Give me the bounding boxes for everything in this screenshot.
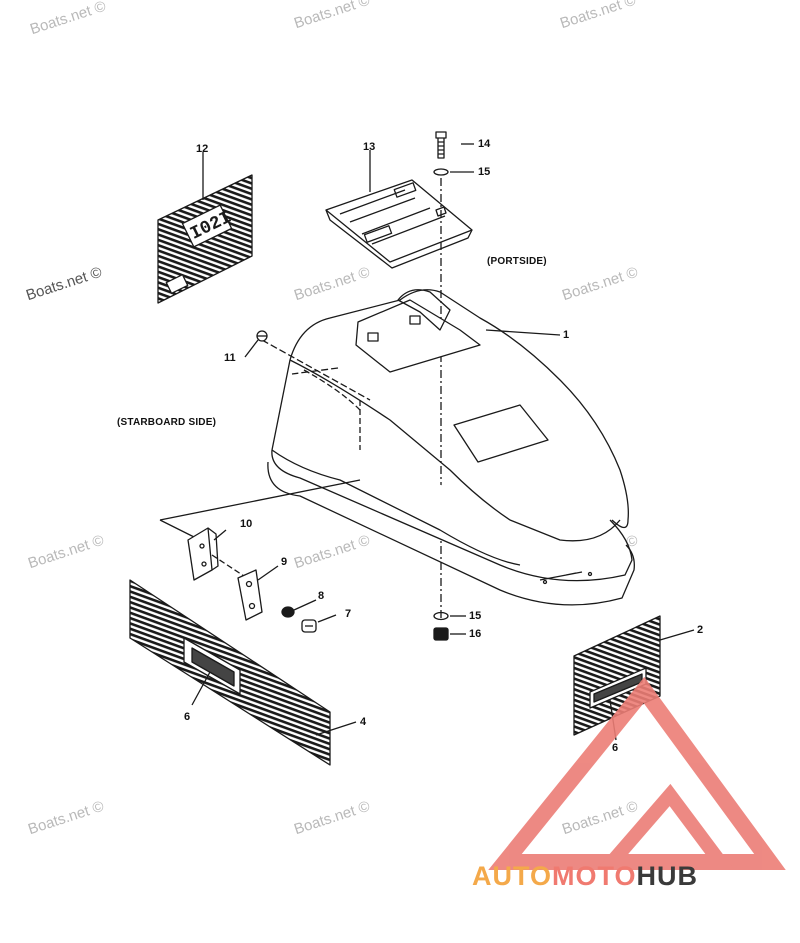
callout-7: 7	[345, 608, 352, 620]
callout-6: 6	[612, 742, 619, 754]
portside-label: (PORTSIDE)	[487, 256, 547, 267]
callout-2: 2	[697, 624, 704, 636]
nut-8	[281, 606, 295, 618]
callout-4: 4	[360, 716, 367, 728]
nut-16	[433, 627, 449, 641]
bracket-10	[187, 527, 219, 581]
brand-wordmark: AUTOMOTOHUB	[472, 861, 698, 892]
washer-15-bottom	[433, 611, 449, 621]
callout-1: 1	[563, 329, 570, 341]
brand-auto: AUTO	[472, 861, 553, 891]
callout-13: 13	[363, 141, 376, 153]
callout-10: 10	[240, 518, 253, 530]
callout-15: 15	[469, 610, 482, 622]
callout-16: 16	[469, 628, 482, 640]
brand-moto: MOTO	[552, 861, 637, 891]
callout-6: 6	[184, 711, 191, 723]
top-cover-13	[325, 179, 473, 269]
callout-12: 12	[196, 143, 209, 155]
decal-12: I02I	[157, 174, 253, 304]
engine-cowl-1	[267, 289, 635, 606]
plate-9	[237, 569, 263, 621]
brand-hub: HUB	[636, 861, 699, 891]
logo-mark	[488, 676, 786, 870]
callout-11: 11	[224, 352, 236, 364]
starboard-label: (STARBOARD SIDE)	[117, 417, 217, 428]
screw-7	[301, 619, 317, 633]
bolt-14	[435, 131, 447, 159]
callout-8: 8	[318, 590, 325, 602]
screw-11	[256, 330, 268, 342]
washer-15-top	[433, 168, 449, 176]
callout-15: 15	[478, 166, 491, 178]
callout-9: 9	[281, 556, 288, 568]
callout-14: 14	[478, 138, 491, 150]
decal-4	[129, 579, 331, 766]
